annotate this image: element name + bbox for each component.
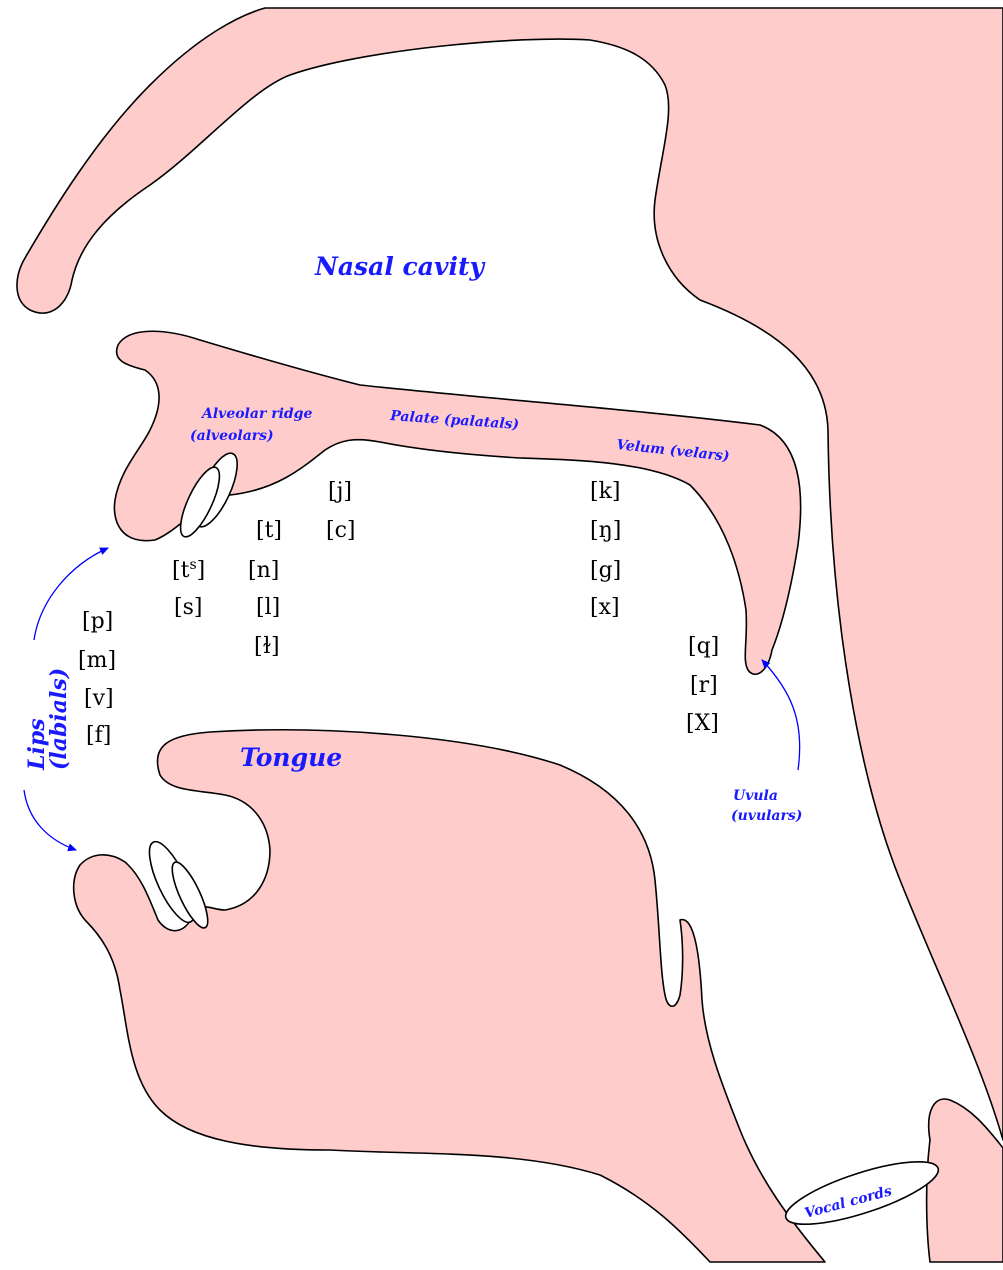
nasal-cavity-label: Nasal cavity xyxy=(314,252,486,281)
alveolar-ridge-label: Alveolar ridge xyxy=(200,406,312,422)
phone-x: [x] xyxy=(590,595,620,620)
phone-c: [c] xyxy=(326,518,356,543)
phone-ts: [ts] xyxy=(172,557,205,583)
tongue-label: Tongue xyxy=(240,743,342,772)
phone-dark-l: [ɫ] xyxy=(254,634,280,659)
phone-r: [r] xyxy=(690,673,718,698)
phone-v: [v] xyxy=(84,686,114,711)
phone-p: [p] xyxy=(82,609,113,634)
phone-m: [m] xyxy=(78,648,116,673)
labials-label: (labials) xyxy=(46,668,72,770)
phone-q: [q] xyxy=(688,634,719,659)
larynx xyxy=(927,1099,1003,1262)
uvula-label: Uvula xyxy=(733,788,778,804)
phone-uvular-x: [X] xyxy=(686,711,719,736)
phone-g: [g] xyxy=(590,558,621,583)
phone-n: [n] xyxy=(248,558,279,583)
phone-eng: [ŋ] xyxy=(590,518,621,543)
alveolars-label: (alveolars) xyxy=(190,428,274,444)
phone-l: [l] xyxy=(256,595,280,620)
phone-s: [s] xyxy=(174,595,202,620)
lips-arrow-down xyxy=(24,790,76,850)
tongue-lower-jaw xyxy=(74,730,825,1262)
phone-t: [t] xyxy=(256,518,282,543)
phone-j: [j] xyxy=(328,479,352,504)
uvula-arrow xyxy=(762,660,800,770)
uvulars-label: (uvulars) xyxy=(731,808,802,824)
phone-f: [f] xyxy=(86,723,111,748)
phone-k: [k] xyxy=(590,479,621,504)
